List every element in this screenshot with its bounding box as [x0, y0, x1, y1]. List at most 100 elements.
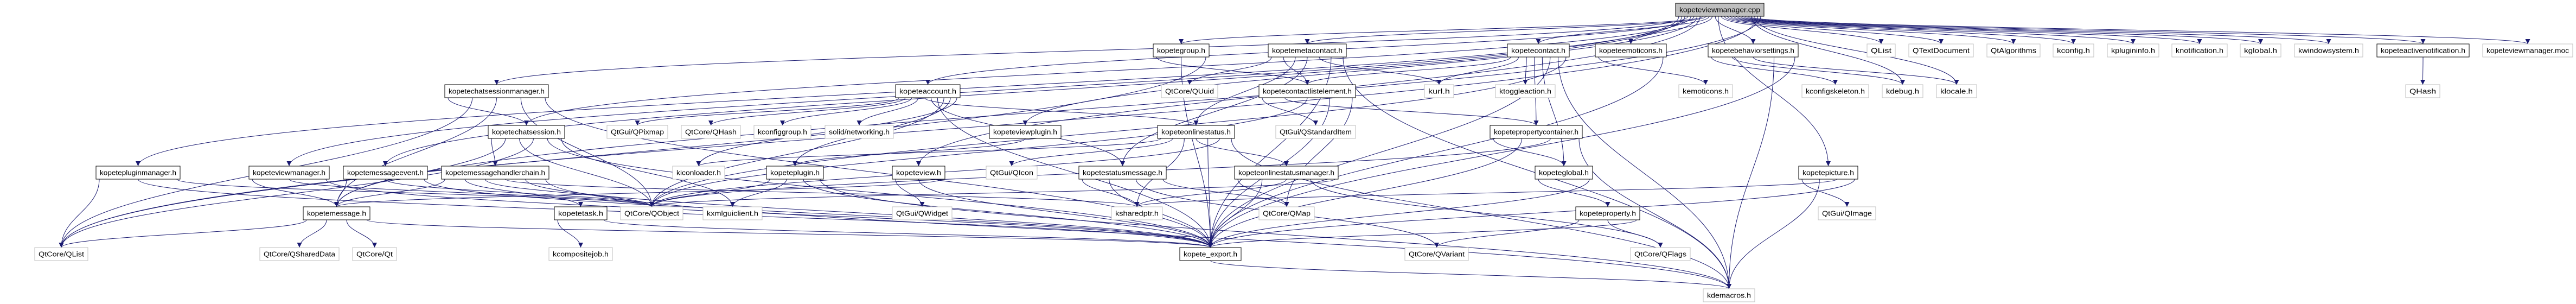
edge-kopetecontactlistelement-h-to-kopetepropertycontainer-h [1284, 97, 1539, 126]
node-label: solid/networking.h [829, 128, 890, 136]
node-kopeteproperty-h[interactable]: kopeteproperty.h [1575, 206, 1640, 220]
node-kopetepluginmanager-h[interactable]: kopetepluginmanager.h [95, 166, 181, 180]
node-kglobal-h[interactable]: kglobal.h [2240, 43, 2281, 58]
node-kopetemessagehandlerchain-h[interactable]: kopetemessagehandlerchain.h [441, 166, 549, 180]
node-kopeteviewmanager-h[interactable]: kopeteviewmanager.h [248, 166, 330, 180]
node-kopeteemoticons-h[interactable]: kopeteemoticons.h [1595, 43, 1667, 58]
node-kdemacros-h[interactable]: kdemacros.h [1703, 288, 1755, 302]
node-box [1490, 125, 1583, 139]
node-kopetemessageevent-h[interactable]: kopetemessageevent.h [343, 166, 428, 180]
node-kopetetask-h[interactable]: kopetetask.h [554, 206, 608, 220]
node-qtcore-qvariant[interactable]: QtCore/QVariant [1404, 247, 1469, 261]
node-qtcore-qobject[interactable]: QtCore/QObject [620, 206, 683, 220]
node-kurl-h[interactable]: kurl.h [1424, 84, 1454, 98]
node-qlist[interactable]: QList [1867, 43, 1896, 58]
node-box [1275, 125, 1356, 139]
node-kopetecontactlistelement-h[interactable]: kopetecontactlistelement.h [1258, 84, 1356, 98]
node-label: kopetestatusmessage.h [1083, 169, 1162, 177]
node-qtcore-quuid[interactable]: QtCore/QUuid [1161, 84, 1218, 98]
node-kopetegroup-h[interactable]: kopetegroup.h [1153, 43, 1210, 58]
node-kopetepicture-h[interactable]: kopetepicture.h [1798, 166, 1858, 180]
node-qtgui-qwidget[interactable]: QtGui/QWidget [892, 206, 953, 220]
edge-kopetetask-h-to-kcompositejob-h [557, 219, 583, 248]
node-kopetemetacontact-h[interactable]: kopetemetacontact.h [1268, 43, 1347, 58]
edge-kopeteviewmanager-cpp-to-kopetebehaviorsettings-h [1715, 16, 1756, 45]
node-box [1708, 43, 1799, 58]
edge-kopetepropertycontainer-h-to-kopete-export-h [1208, 138, 1523, 248]
node-qtextdocument[interactable]: QTextDocument [1908, 43, 1974, 58]
node-kopeteaccount-h[interactable]: kopeteaccount.h [895, 84, 961, 98]
node-kopeteglobal-h[interactable]: kopeteglobal.h [1535, 166, 1593, 180]
edge-kopeteviewmanager-cpp-to-kplugininfo-h [1733, 16, 2136, 45]
node-kconfiggroup-h[interactable]: kconfiggroup.h [753, 125, 811, 139]
node-box [1575, 206, 1640, 220]
edge-kopeteonlinestatus-h-to-qtgui-qicon [1009, 138, 1173, 167]
node-kopetemessage-h[interactable]: kopetemessage.h [303, 206, 370, 220]
node-qtgui-qpixmap[interactable]: QtGui/QPixmap [606, 125, 668, 139]
node-box [1153, 43, 1210, 58]
node-kopeteviewmanager-moc[interactable]: kopeteviewmanager.moc [2482, 43, 2573, 58]
node-kopetepropertycontainer-h[interactable]: kopetepropertycontainer.h [1490, 125, 1583, 139]
node-kwindowsystem-h[interactable]: kwindowsystem.h [2294, 43, 2363, 58]
node-label: kdebug.h [1886, 87, 1919, 96]
edge-kopeteaccount-h-to-kopeteonlinestatus-h [924, 97, 1199, 126]
edge-kopeteviewmanager-cpp-to-kopeteemoticons-h [1628, 16, 1713, 45]
node-kopeteonlinestatusmanager-h[interactable]: kopeteonlinestatusmanager.h [1234, 166, 1339, 180]
edge-kopetepluginmanager-h-to-qtcore-qlist [59, 179, 100, 248]
node-qtalgorithms[interactable]: QtAlgorithms [1986, 43, 2041, 58]
node-knotification-h[interactable]: knotification.h [2171, 43, 2228, 58]
edge-kopetebehaviorsettings-h-to-kdemacros-h [1727, 56, 1774, 289]
node-kopeteactivenotification-h[interactable]: kopeteactivenotification.h [2376, 43, 2470, 58]
node-qhash[interactable]: QHash [2405, 84, 2440, 98]
node-kopeteplugin-h[interactable]: kopeteplugin.h [766, 166, 824, 180]
node-box [1798, 166, 1858, 180]
node-kplugininfo-h[interactable]: kplugininfo.h [2107, 43, 2159, 58]
node-ksharedptr-h[interactable]: ksharedptr.h [1111, 206, 1163, 220]
node-kopeteviewplugin-h[interactable]: kopeteviewplugin.h [989, 125, 1062, 139]
node-kconfigskeleton-h[interactable]: kconfigskeleton.h [1801, 84, 1869, 98]
node-kopetebehaviorsettings-h[interactable]: kopetebehaviorsettings.h [1708, 43, 1799, 58]
node-qtcore-qmap[interactable]: QtCore/QMap [1258, 206, 1315, 220]
node-kconfig-h[interactable]: kconfig.h [2053, 43, 2094, 58]
node-kcompositejob-h[interactable]: kcompositejob.h [548, 247, 613, 261]
node-kopetechatsessionmanager-h[interactable]: kopetechatsessionmanager.h [444, 84, 549, 98]
node-kopeteview-h[interactable]: kopeteview.h [892, 166, 945, 180]
node-box [1986, 43, 2041, 58]
node-qtcore-qshareddata[interactable]: QtCore/QSharedData [259, 247, 340, 261]
node-qtcore-qlist[interactable]: QtCore/QList [34, 247, 88, 261]
edge-kopeteactivenotification-h-to-qhash [2420, 56, 2426, 85]
node-solid-networking-h[interactable]: solid/networking.h [824, 125, 894, 139]
node-label: QtCore/QMap [1263, 210, 1311, 218]
node-label: kconfigskeleton.h [1806, 87, 1865, 96]
node-kdebug-h[interactable]: kdebug.h [1882, 84, 1923, 98]
edge-kopetecontact-h-to-ktoggleaction-h [1523, 56, 1528, 85]
node-klocale-h[interactable]: klocale.h [1936, 84, 1977, 98]
node-box [444, 84, 549, 98]
node-qtcore-qflags[interactable]: QtCore/QFlags [1630, 247, 1691, 261]
node-qtgui-qimage[interactable]: QtGui/QImage [1818, 206, 1876, 220]
node-box [2171, 43, 2228, 58]
node-qtcore-qt[interactable]: QtCore/Qt [352, 247, 397, 261]
node-box [1258, 84, 1356, 98]
node-ktoggleaction-h[interactable]: ktoggleaction.h [1495, 84, 1556, 98]
node-qtcore-qhash[interactable]: QtCore/QHash [681, 125, 741, 139]
node-kopetechatsession-h[interactable]: kopetechatsession.h [488, 125, 565, 139]
edge-kopeteproperty-h-to-qtcore-qvariant [1434, 219, 1580, 248]
node-qtgui-qicon[interactable]: QtGui/QIcon [986, 166, 1038, 180]
node-qtgui-qstandarditem[interactable]: QtGui/QStandardItem [1275, 125, 1356, 139]
node-kopeteonlinestatus-h[interactable]: kopeteonlinestatus.h [1157, 125, 1235, 139]
node-kxmlguiclient-h[interactable]: kxmlguiclient.h [702, 206, 763, 220]
node-kopete-export-h[interactable]: kopete_export.h [1179, 247, 1242, 261]
edge-kopetechatsessionmanager-h-to-kopetemessage-h [334, 97, 497, 207]
edge-kopeteonlinestatus-h-to-kdemacros-h [1231, 138, 1731, 289]
node-kopetestatusmessage-h[interactable]: kopetestatusmessage.h [1078, 166, 1167, 180]
node-kopetecontact-h[interactable]: kopetecontact.h [1507, 43, 1570, 58]
node-box [1535, 166, 1593, 180]
node-kiconloader-h[interactable]: kiconloader.h [672, 166, 725, 180]
edge-kopeteviewmanager-h-to-qtcore-qobject [289, 179, 654, 207]
edge-kopeteviewmanager-cpp-to-kglobal-h [1739, 16, 2263, 45]
node-label: klocale.h [1940, 87, 1973, 96]
node-kemoticons-h[interactable]: kemoticons.h [1678, 84, 1733, 98]
edge-kopeteaccount-h-to-kopete-export-h [937, 97, 1213, 248]
edge-kopeteviewmanager-cpp-to-kdebug-h [1751, 16, 1905, 85]
